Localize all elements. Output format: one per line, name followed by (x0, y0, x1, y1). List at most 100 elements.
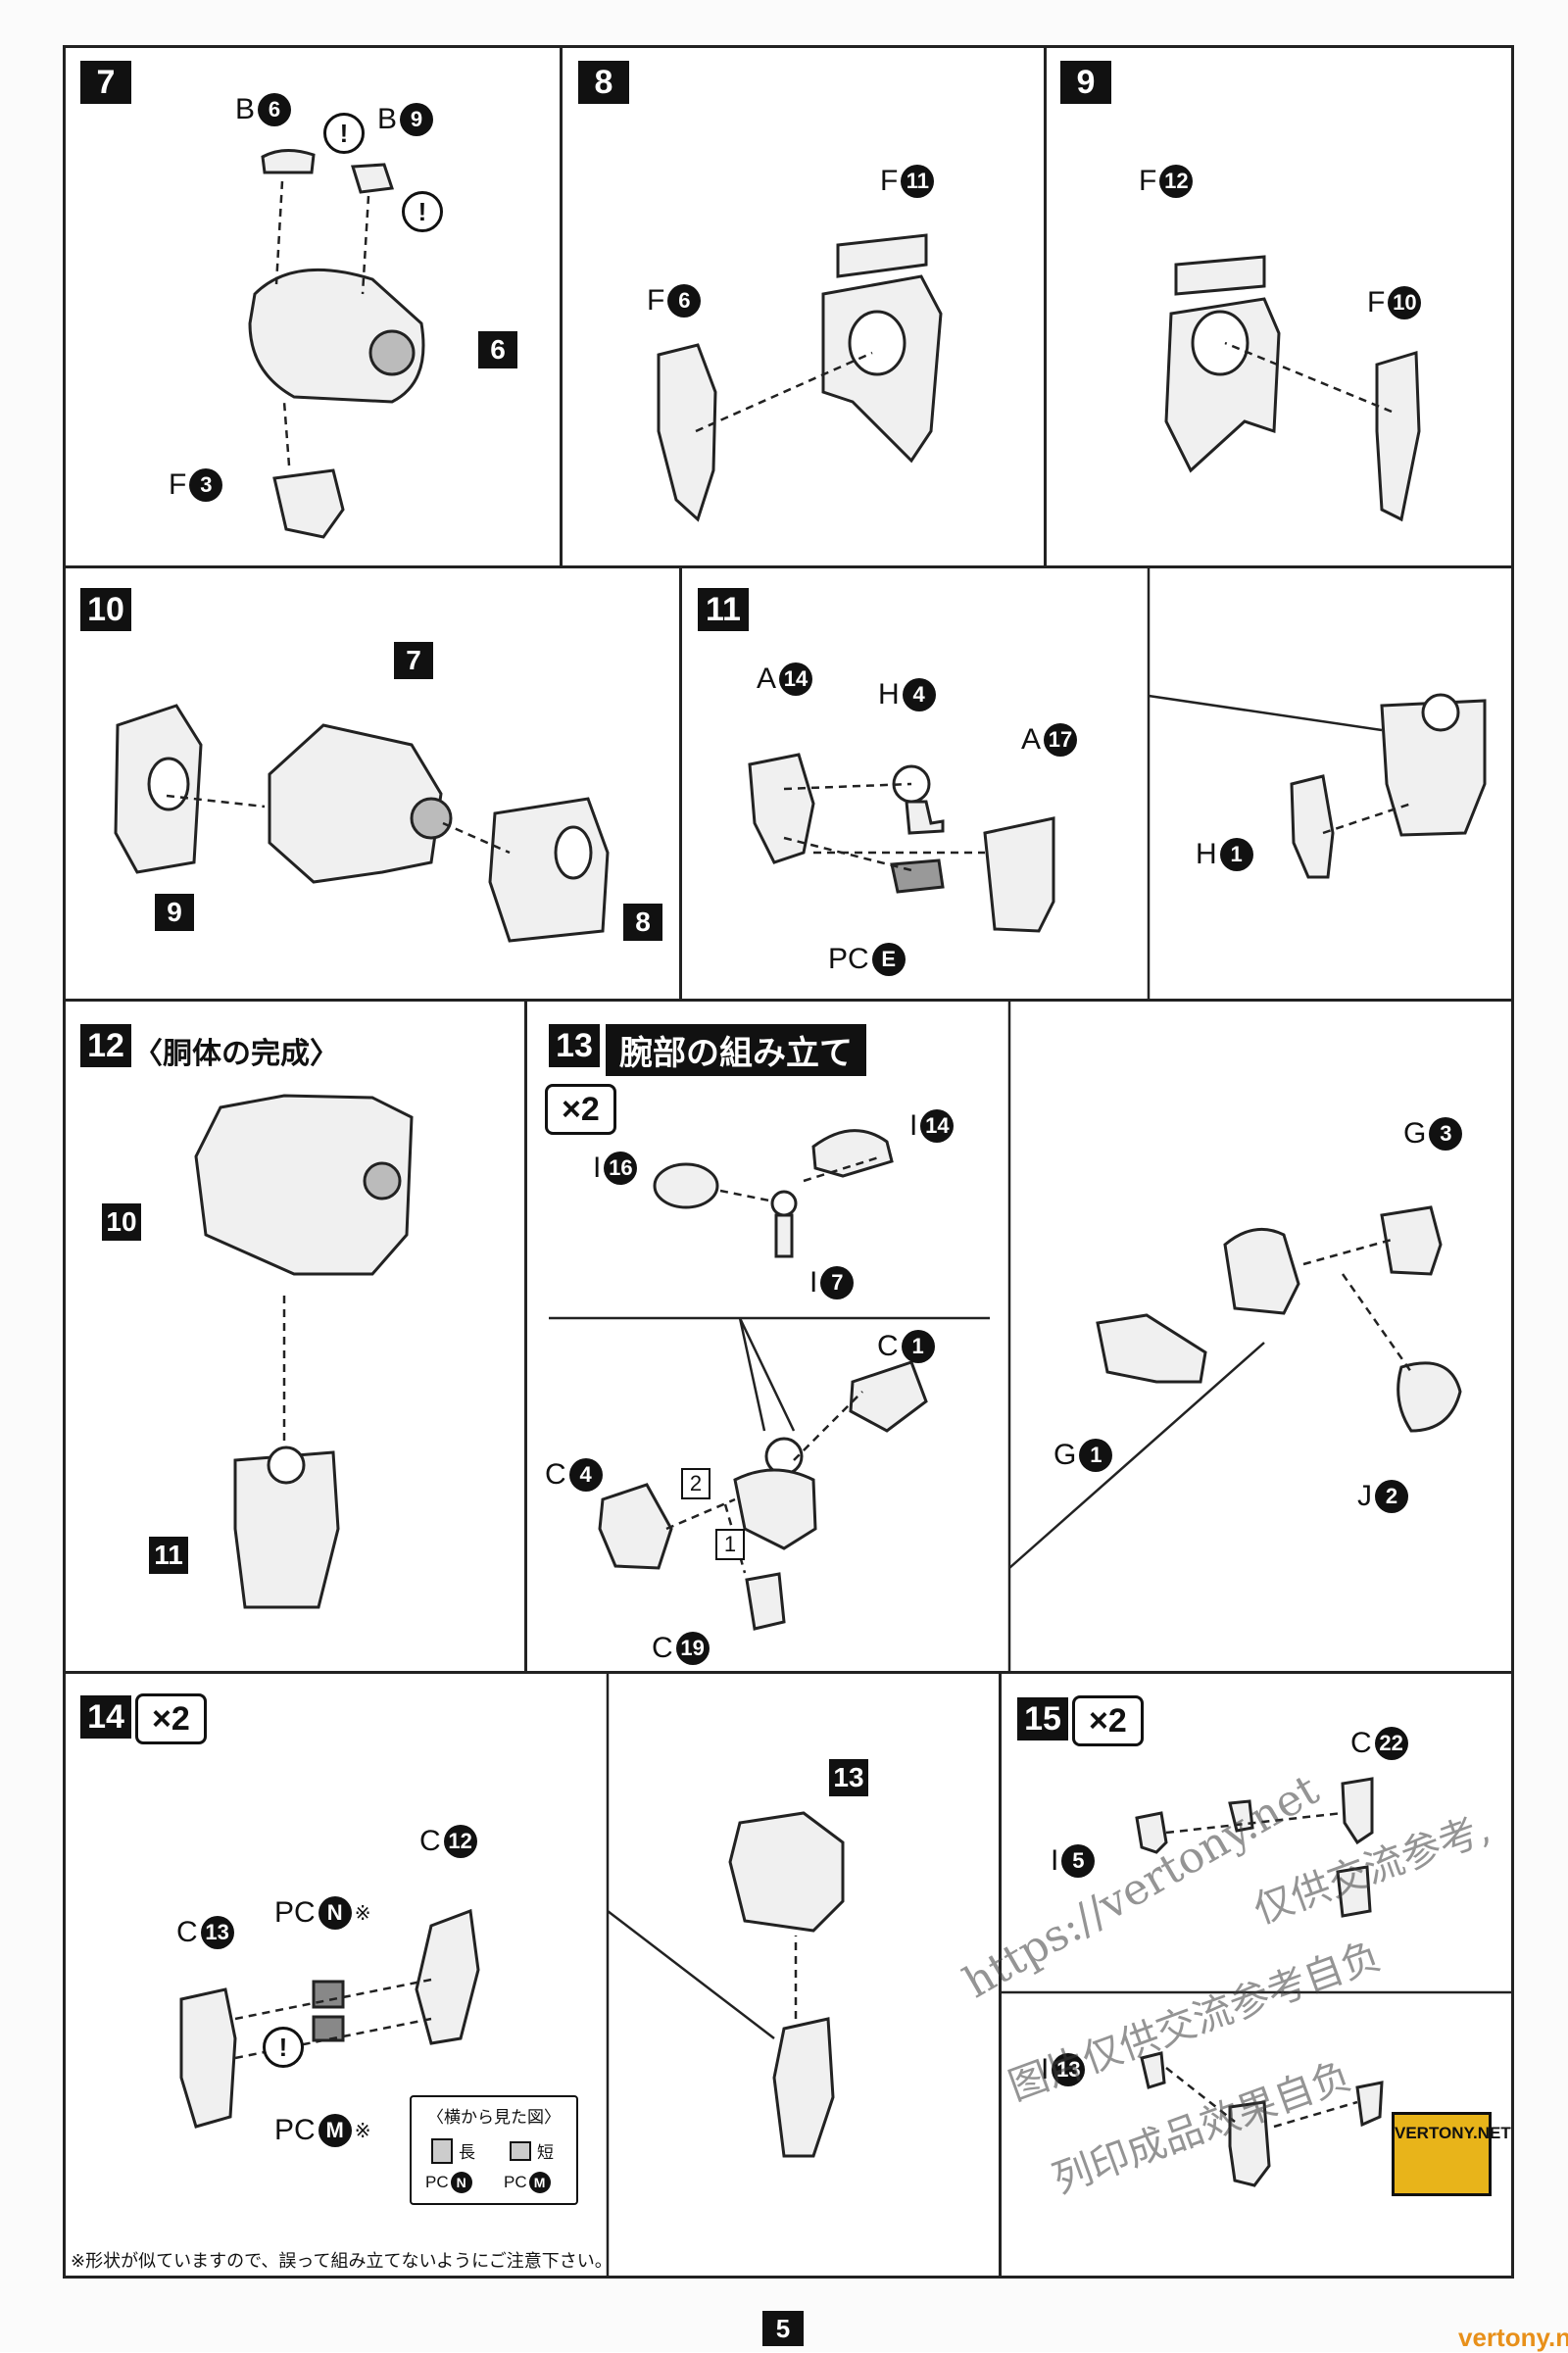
part-tree-letter: I (809, 1266, 818, 1299)
step-11-panel (679, 565, 1514, 1002)
part-tree-letter: C (1350, 1727, 1372, 1759)
part-number-badge: 22 (1374, 1727, 1408, 1760)
part-number-badge: N (318, 1896, 352, 1930)
part-tree-letter: A (1021, 723, 1042, 756)
part-number-badge: 17 (1044, 723, 1078, 757)
part-tree-letter: B (377, 103, 398, 135)
site-watermark: vertony.net (1458, 2323, 1568, 2352)
part-tree-letter: PC (504, 2173, 527, 2191)
part-number-badge: 1 (901, 1330, 935, 1363)
part-number-badge: 16 (604, 1152, 638, 1185)
page-number: 5 (762, 2311, 804, 2346)
part-label-f6: F 6 (647, 284, 702, 318)
part-tree-letter: C (419, 1825, 441, 1857)
part-label-f3: F 3 (169, 468, 223, 502)
step-15-number: 15 (1017, 1697, 1068, 1740)
part-label-b9: B 9 (377, 103, 434, 136)
step-ref-13: 13 (829, 1759, 868, 1796)
part-number-badge: 19 (675, 1632, 710, 1665)
part-number-badge: 5 (1061, 1844, 1096, 1878)
part-label-i16: I 16 (593, 1152, 638, 1185)
part-label-c19: C 19 (652, 1632, 710, 1665)
part-label-f12: F 12 (1139, 165, 1194, 198)
part-tree-letter: I (909, 1109, 918, 1142)
pc-n-long-diagram (431, 2138, 453, 2164)
part-tree-letter: H (1196, 838, 1217, 870)
part-number-badge: 6 (258, 93, 292, 126)
part-tree-letter: I (1051, 1844, 1059, 1877)
part-label-f11: F 11 (880, 165, 935, 198)
part-number-badge: 1 (1079, 1439, 1113, 1472)
part-number-badge: 13 (1052, 2053, 1086, 2086)
part-tree-letter: F (169, 468, 187, 501)
part-label-c4: C 4 (545, 1458, 603, 1492)
part-number-badge: 11 (901, 165, 935, 198)
part-label-i5: I 5 (1051, 1844, 1096, 1878)
part-number-badge: 3 (189, 468, 223, 502)
part-label-pc-m: PC M ※ (274, 2114, 370, 2147)
part-tree-letter: PC (425, 2173, 449, 2191)
part-label-i7: I 7 (809, 1266, 855, 1299)
step-ref-7: 7 (394, 642, 433, 679)
part-label-h1: H 1 (1196, 838, 1253, 871)
part-tree-letter: J (1357, 1480, 1372, 1512)
part-tree-letter: C (652, 1632, 673, 1664)
part-label-pc-e: PC E (828, 943, 906, 976)
pc-m-short-diagram (510, 2141, 531, 2161)
part-label-j2: J 2 (1357, 1480, 1408, 1513)
part-number-badge: 9 (400, 103, 434, 136)
part-number-badge: 4 (902, 678, 936, 711)
part-label-i14: I 14 (909, 1109, 955, 1143)
step-ref-11: 11 (149, 1537, 188, 1574)
part-label-pc-n: PC N ※ (274, 1896, 370, 1930)
part-number-badge: 13 (200, 1916, 234, 1949)
step-12-number: 12 (80, 1024, 131, 1067)
part-tree-letter: C (545, 1458, 566, 1491)
part-number-badge: 2 (1375, 1480, 1408, 1513)
step-7-number: 7 (80, 61, 131, 104)
part-label-g1: G 1 (1054, 1439, 1113, 1472)
part-number-badge: 4 (568, 1458, 603, 1492)
part-number-badge: E (871, 943, 906, 976)
part-label-c1: C 1 (877, 1330, 935, 1363)
step-8-number: 8 (578, 61, 629, 104)
part-label-a17: A 17 (1021, 723, 1078, 757)
caution-note: ※形状が似ていますので、誤って組み立てないようにご注意下さい。 (71, 2251, 612, 2271)
multiplier-badge: ×2 (135, 1693, 207, 1744)
part-tree-letter: G (1403, 1117, 1427, 1150)
step-ref-9: 9 (155, 894, 194, 931)
step-12-title: 〈胴体の完成〉 (133, 1038, 339, 1070)
part-label-c12: C 12 (419, 1825, 477, 1858)
note-mark: ※ (354, 2120, 371, 2142)
caution-icon: ! (323, 113, 365, 154)
part-tree-letter: A (757, 662, 777, 695)
part-tree-letter: I (593, 1152, 602, 1184)
long-label: 長 (459, 2143, 475, 2162)
part-tree-letter: PC (274, 2114, 316, 2146)
step-13-title: 腕部の組み立て (606, 1024, 866, 1076)
note-mark: ※ (354, 1902, 371, 1925)
step-ref-10: 10 (102, 1203, 141, 1241)
part-number-badge: 6 (667, 284, 702, 318)
part-number-badge: 14 (920, 1109, 955, 1143)
caution-icon: ! (402, 191, 443, 232)
part-number-badge: 1 (1219, 838, 1253, 871)
short-label: 短 (537, 2143, 554, 2162)
side-view-title: 〈横から見た図〉 (427, 2108, 561, 2127)
part-number-badge: M (528, 2172, 551, 2193)
part-tree-letter: F (1139, 165, 1157, 197)
step-13-panel (524, 999, 1514, 1674)
part-tree-letter: C (877, 1330, 899, 1362)
part-number-badge: N (450, 2172, 472, 2193)
part-number-badge: 10 (1388, 286, 1422, 319)
part-number-badge: 3 (1429, 1117, 1463, 1151)
part-tree-letter: F (880, 165, 899, 197)
part-number-badge: 7 (820, 1266, 855, 1299)
side-view-pc-n: PC N (425, 2172, 472, 2193)
part-tree-letter: B (235, 93, 256, 125)
part-number-badge: 12 (1159, 165, 1194, 198)
part-tree-letter: I (1041, 2053, 1050, 2085)
part-label-g3: G 3 (1403, 1117, 1463, 1151)
